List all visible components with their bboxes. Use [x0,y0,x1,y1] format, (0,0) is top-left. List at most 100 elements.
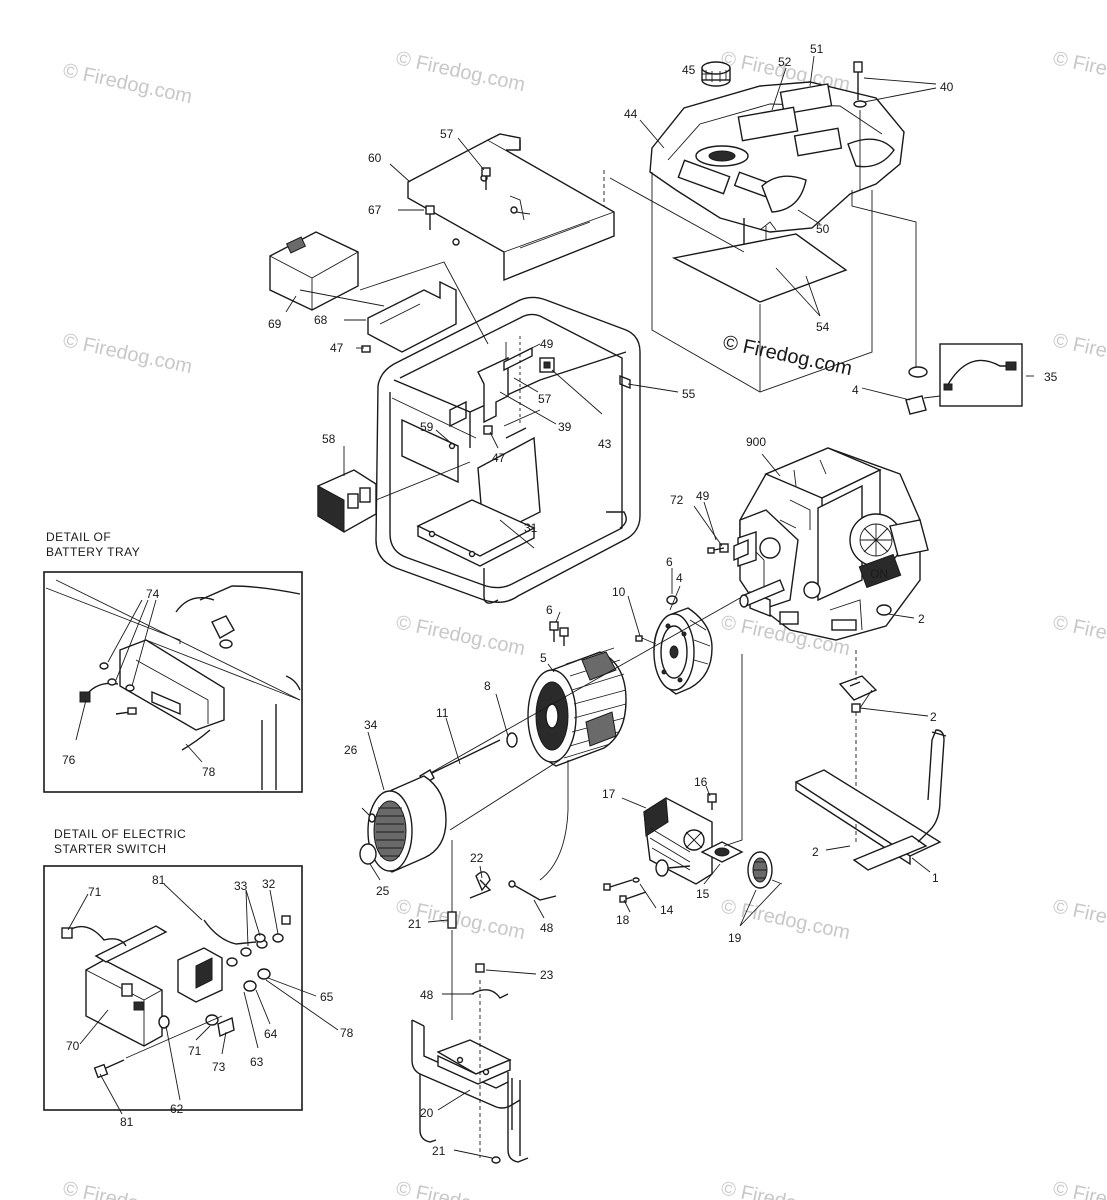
outlet-panel [317,461,471,533]
callout-label: 68 [314,313,328,327]
callout-label: 10 [612,585,626,599]
battery [269,231,359,311]
callout-label: 15 [696,887,710,901]
detail-caption: DETAIL OF [46,530,111,544]
callout-label: 49 [696,489,710,503]
callout-label: 45 [682,63,696,77]
callout-label: 6 [546,603,553,617]
watermark: © Firedog.com [1051,1177,1107,1200]
callout-label: 18 [616,913,630,927]
fuel-line-detail-box [939,343,1023,407]
watermark: © Firedog.com [394,47,527,96]
callout-label: 34 [364,718,378,732]
callout-label: 51 [810,42,824,56]
watermark: © Firedog.com [1051,895,1107,944]
bolt [603,877,647,903]
fuel-tank [649,81,905,250]
watermark: © Firedog.com [61,59,194,108]
detail-starter-switch-box [43,865,303,1111]
control-panel-tray [407,133,615,282]
callout-label: 2 [918,612,925,626]
callout-label: 81 [152,873,166,887]
callout-label: 40 [940,80,954,94]
callout-label: 60 [368,151,382,165]
callout-label: 65 [320,990,334,1004]
bolt [853,61,867,190]
callout-label: 23 [540,968,554,982]
callout-label: 62 [170,1102,184,1116]
engine-mount [838,675,878,701]
callout-label: 2 [812,845,819,859]
callout-label: 74 [146,587,160,601]
callout-label: 39 [558,420,572,434]
callout-label: 21 [432,1144,446,1158]
bolt [549,621,569,646]
callout-label: 73 [212,1060,226,1074]
callout-label: 47 [330,341,344,355]
callout-label: 2 [930,710,937,724]
engine: ON [737,447,929,641]
watermark: © Firedog.com [1051,329,1107,378]
callout-label: 16 [694,775,708,789]
callout-label: 55 [682,387,696,401]
detail-caption: BATTERY TRAY [46,545,140,559]
callout-label: 70 [66,1039,80,1053]
callout-label: 5 [540,651,547,665]
detail-caption: DETAIL OF ELECTRIC [54,827,186,841]
tank-pad [671,233,848,303]
callout-label: 17 [602,787,616,801]
svg-text:ON: ON [870,567,888,581]
callout-label: 52 [778,55,792,69]
callout-label: 71 [188,1044,202,1058]
callout-label: 44 [624,107,638,121]
callout-label: 67 [368,203,382,217]
battery-tray [367,280,457,353]
rear-cover [367,775,447,873]
watermark: © Firedog.com [394,1177,527,1200]
callout-label: 6 [666,555,673,569]
callout-label: 64 [264,1027,278,1041]
callout-label: 8 [484,679,491,693]
callout-label: 19 [728,931,742,945]
screw [425,167,491,230]
callout-label: 4 [852,383,859,397]
callout-label: 57 [440,127,454,141]
leader-lines [67,55,1034,1159]
muffler [643,797,713,885]
stator [527,647,627,767]
callout-label: 32 [262,877,276,891]
watermark: © Firedog.com [394,611,527,660]
callout-label: 48 [420,988,434,1002]
callout-label: 71 [88,885,102,899]
callout-label: 76 [62,753,76,767]
callout-label: 58 [322,432,336,446]
callout-label: 25 [376,884,390,898]
watermark: © Firedog.com [1051,611,1107,660]
callout-label: 4 [676,571,683,585]
callout-label: 26 [344,743,358,757]
callout-label: 54 [816,320,830,334]
callout-label: 59 [420,420,434,434]
watermark: © Firedog.com [1051,47,1107,96]
callout-label: 31 [524,521,538,535]
callout-label: 47 [492,451,506,465]
callout-label: 81 [120,1115,134,1129]
callout-label: 35 [1044,370,1058,384]
callout-label: 78 [340,1026,354,1040]
callout-labels: 45 52 51 40 44 57 60 67 50 54 69 68 47 4… [62,42,1058,1158]
callout-label: 22 [470,851,484,865]
callout-label: 14 [660,903,674,917]
base-rail [794,729,947,871]
callout-label: 21 [408,917,422,931]
callout-label: 20 [420,1106,434,1120]
callout-label: 50 [816,222,830,236]
center-watermark: © Firedog.com [721,331,854,380]
callout-label: 43 [598,437,612,451]
watermark: © Firedog.com [61,1177,194,1200]
callout-label: 72 [670,493,684,507]
callout-label: 49 [540,337,554,351]
callout-label: 11 [436,706,449,720]
detail-battery-tray-box [43,571,303,793]
lower-frame [411,1019,529,1163]
